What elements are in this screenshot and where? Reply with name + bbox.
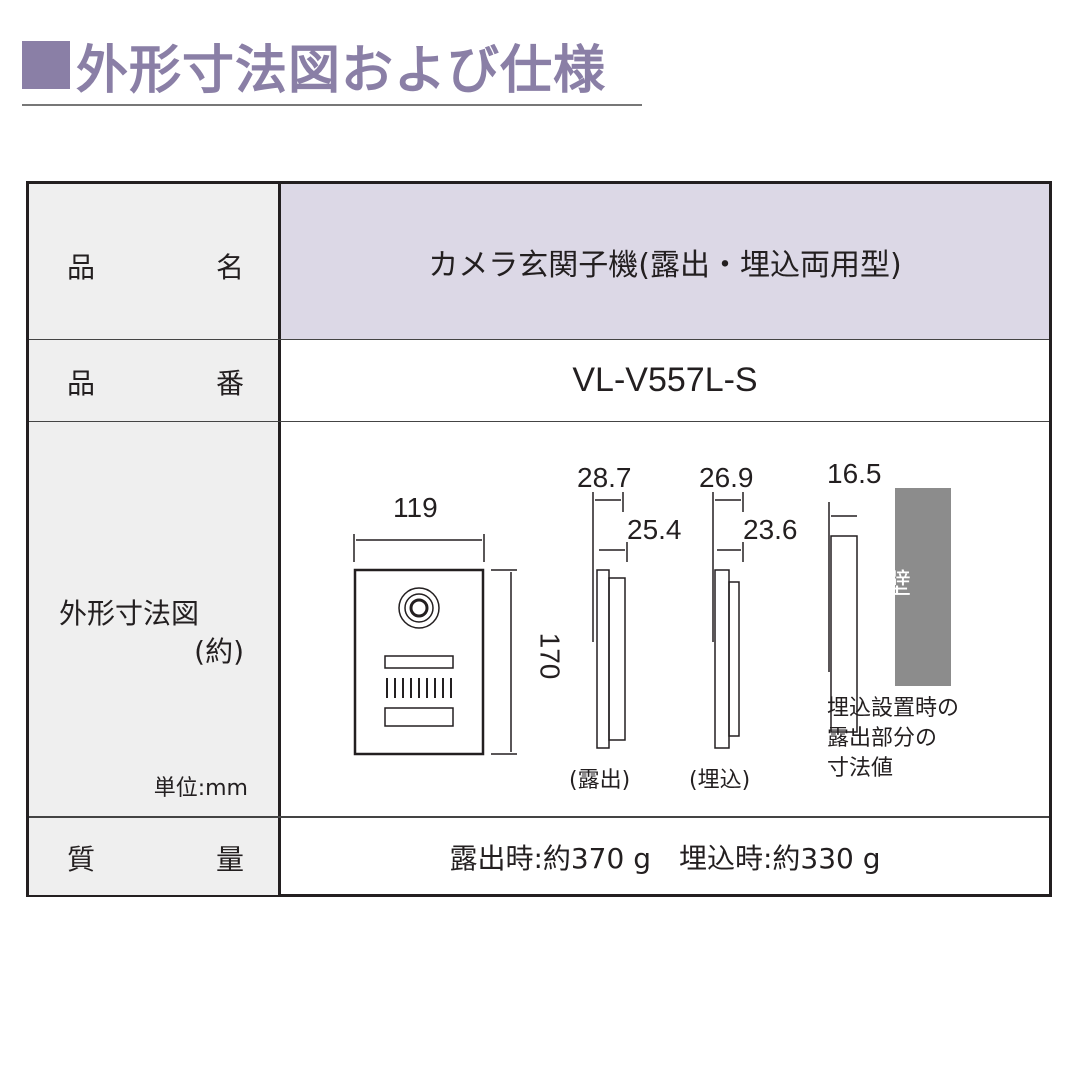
model-number-value: VL-V557L-S — [572, 361, 758, 399]
surface-caption: (露出) — [569, 768, 631, 793]
spec-table: 品 名 カメラ玄関子機(露出・埋込両用型) 品 番 VL-V557L-S 外形寸… — [26, 181, 1052, 897]
flush-caption: (埋込) — [689, 768, 751, 793]
exposed-note: 埋込設置時の 露出部分の 寸法値 — [827, 694, 959, 784]
label-cell: 外形寸法図 (約) 単位:mm — [29, 422, 281, 816]
label-cell: 品 番 — [29, 340, 281, 421]
wall-block — [895, 488, 951, 686]
square-bullet-icon — [22, 41, 70, 89]
unit-label: 単位:mm — [153, 776, 248, 801]
label-line2: (約) — [194, 635, 244, 668]
label-right: 名 — [215, 251, 244, 284]
label-left: 質 — [67, 843, 96, 876]
row-weight: 質 量 露出時:約370 g 埋込時:約330 g — [29, 817, 1049, 895]
note-line: 露出部分の — [827, 726, 938, 751]
product-name-value: カメラ玄関子機(露出・埋込両用型) — [281, 184, 1049, 339]
label-cell: 品 名 — [29, 184, 281, 339]
front-width-dim: 119 — [393, 492, 438, 523]
row-model-number: 品 番 VL-V557L-S — [29, 340, 1049, 422]
label-left: 品 — [67, 251, 96, 284]
front-height-dim: 170 — [534, 632, 566, 680]
title-text: 外形寸法図および仕様 — [76, 40, 607, 101]
note-line: 寸法値 — [827, 756, 894, 781]
label-cell: 質 量 — [29, 818, 281, 895]
row-dimensions: 外形寸法図 (約) 単位:mm — [29, 422, 1049, 817]
title-underline — [22, 104, 642, 106]
note-line: 埋込設置時の — [827, 696, 960, 721]
weight-value: 露出時:約370 g 埋込時:約330 g — [449, 841, 881, 875]
surface-body-dim: 25.4 — [627, 514, 682, 545]
label-right: 量 — [215, 843, 244, 876]
dimension-drawings: 壁 119 170 28.7 25.4 26.9 23.6 16.5 (露出) … — [281, 422, 1049, 816]
exposed-dim: 16.5 — [827, 458, 882, 489]
flush-body-dim: 23.6 — [743, 514, 798, 545]
wall-label: 壁 — [883, 568, 912, 599]
row-product-name: 品 名 カメラ玄関子機(露出・埋込両用型) — [29, 184, 1049, 340]
label-line1: 外形寸法図 — [59, 597, 200, 630]
drawing-svg — [353, 492, 858, 756]
page-title: 外形寸法図および仕様 — [22, 30, 607, 101]
label-right: 番 — [215, 367, 244, 400]
surface-total-dim: 28.7 — [577, 462, 632, 493]
flush-total-dim: 26.9 — [699, 462, 754, 493]
label-left: 品 — [67, 367, 96, 400]
